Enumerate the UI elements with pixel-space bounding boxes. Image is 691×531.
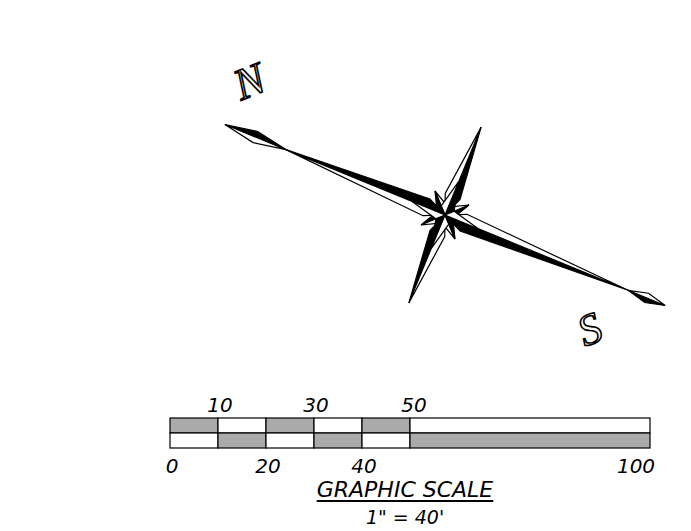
scale-title: GRAPHIC SCALE <box>317 479 494 501</box>
scale-tick-label: 10 <box>207 395 232 415</box>
scale-tick-label: 0 <box>166 456 179 476</box>
scale-tick-label: 20 <box>255 456 280 476</box>
scale-tick-label: 40 <box>351 456 376 476</box>
scale-tick-label: 30 <box>303 395 328 415</box>
north-arrow <box>189 37 691 394</box>
scale-ratio: 1" = 40' <box>366 508 444 527</box>
scale-tick-label: 100 <box>617 456 655 476</box>
graphic-scale-bar <box>170 418 650 448</box>
north-letter: N <box>228 56 272 108</box>
south-letter: S <box>572 305 609 354</box>
scale-tick-label: 50 <box>401 395 426 415</box>
